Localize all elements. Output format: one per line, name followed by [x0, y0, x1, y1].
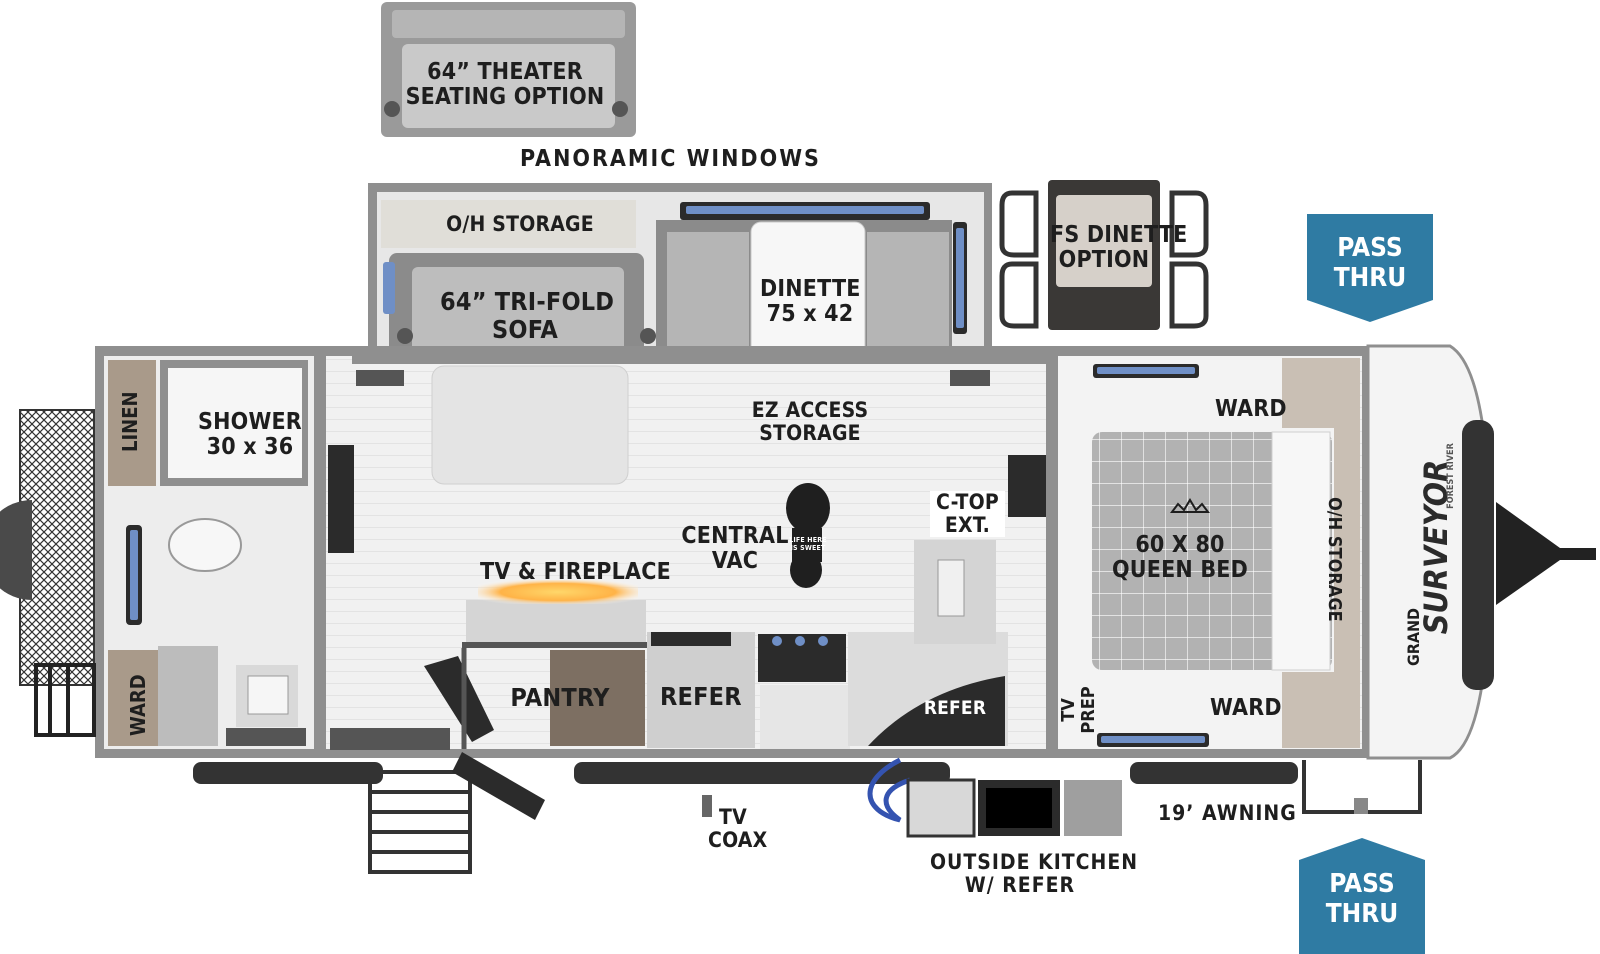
- rear-ward-label: WARD: [126, 674, 150, 736]
- rear-cargo-rack: [0, 409, 96, 737]
- rear-bath: [104, 356, 326, 749]
- small-refrigerator-label: REFER: [923, 697, 987, 719]
- refrigerator-label: REFER: [660, 682, 742, 711]
- pass-thru-top-marker: [1307, 214, 1433, 322]
- theater-seating-option: [381, 2, 636, 137]
- living-area: [328, 365, 1048, 750]
- pantry-label: PANTRY: [510, 683, 610, 712]
- awning-label: 19’ AWNING: [1158, 801, 1297, 825]
- brand-logo-forest-river: FOREST RIVER: [1446, 443, 1456, 509]
- pass-thru-bottom-marker: [1299, 838, 1425, 954]
- bedroom-ward-top-label: WARD: [1215, 396, 1287, 422]
- linen-label: LINEN: [118, 391, 142, 452]
- panoramic-windows-label: PANORAMIC WINDOWS: [520, 146, 821, 172]
- exterior-bottom: [193, 752, 1422, 874]
- front-bedroom: [1046, 356, 1360, 749]
- fs-dinette-option: [999, 180, 1209, 330]
- front-cap: [1366, 344, 1596, 760]
- overhead-storage-label: O/H STORAGE: [446, 212, 594, 236]
- bedroom-overhead-storage-label: O/H STORAGE: [1324, 497, 1345, 622]
- bedroom-ward-bottom-label: WARD: [1210, 695, 1282, 721]
- tv-fireplace-label: TV & FIREPLACE: [480, 559, 671, 585]
